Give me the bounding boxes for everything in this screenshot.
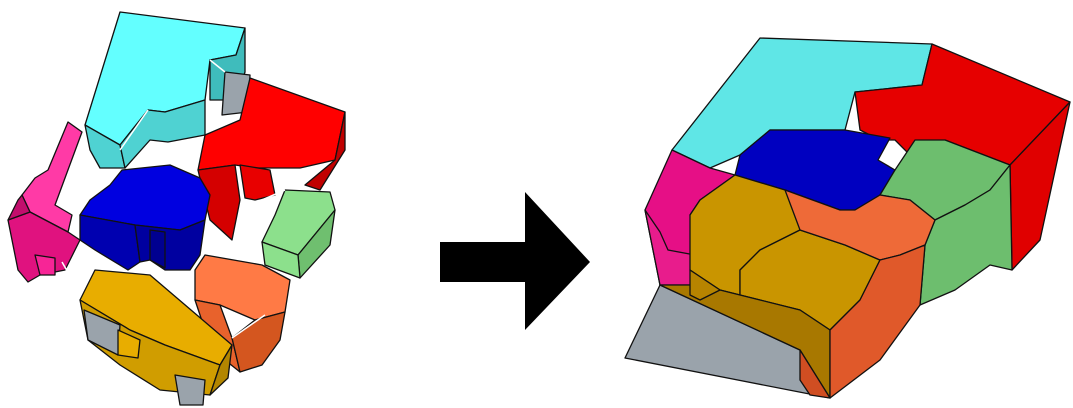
- exploded-pieces: [8, 12, 345, 405]
- gold-piece-shadow-2: [175, 375, 205, 405]
- red-piece-notch: [240, 165, 275, 200]
- green-piece: [262, 190, 335, 278]
- right-arrow-icon: [440, 192, 590, 330]
- orange-piece-side: [232, 312, 285, 372]
- magenta-connector-line: [62, 262, 78, 290]
- blue-piece-slot: [150, 230, 165, 268]
- assembled-block: [625, 38, 1070, 398]
- blue-piece: [80, 165, 210, 270]
- magenta-piece: [8, 122, 82, 290]
